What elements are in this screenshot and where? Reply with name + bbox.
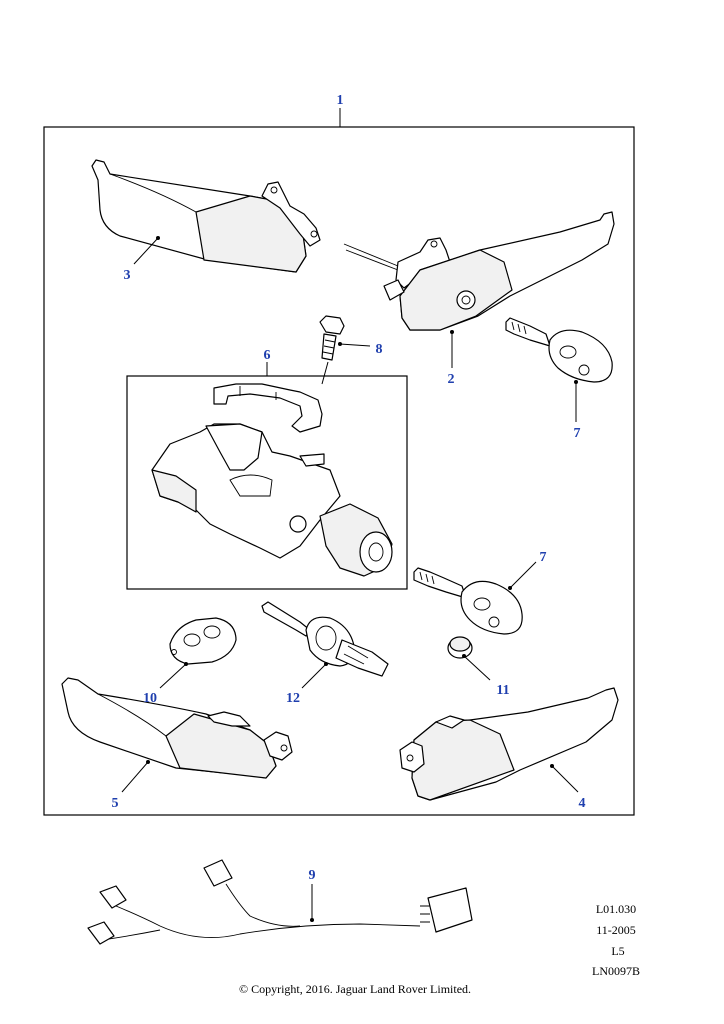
key-fob-7a — [505, 317, 613, 383]
callout-8: 8 — [376, 342, 383, 357]
callout-11: 11 — [496, 683, 509, 698]
callout-7a: 7 — [574, 426, 581, 441]
door-handle-5 — [61, 677, 293, 779]
callout-10: 10 — [143, 691, 157, 706]
ref-code: L01.030 — [596, 902, 636, 916]
callout-6: 6 — [264, 348, 271, 363]
callout-5: 5 — [112, 796, 119, 811]
copyright-notice: © Copyright, 2016. Jaguar Land Rover Lim… — [239, 982, 471, 996]
kit-frame — [43, 126, 635, 816]
callout-7b: 7 — [540, 550, 547, 565]
callout-4: 4 — [579, 796, 586, 811]
ignition-switch-6 — [151, 383, 393, 577]
door-handle-2 — [343, 211, 615, 331]
callout-12: 12 — [286, 691, 300, 706]
callout-1: 1 — [337, 93, 344, 108]
callout-3: 3 — [124, 268, 131, 283]
wiring-harness-9 — [87, 859, 473, 945]
bolt-8 — [319, 315, 345, 361]
transponder-key-12 — [261, 601, 389, 677]
door-handle-4 — [399, 687, 619, 801]
callout-9: 9 — [309, 868, 316, 883]
ref-date: 11-2005 — [596, 923, 636, 937]
ref-level: L5 — [611, 944, 624, 958]
key-fob-7b — [413, 567, 523, 635]
callout-2: 2 — [448, 372, 455, 387]
remote-fob-10 — [169, 617, 237, 665]
drawing-number: LN0097B — [592, 964, 640, 978]
leader-lines — [121, 236, 579, 922]
door-handle-3 — [91, 159, 321, 273]
cap-11 — [447, 636, 473, 659]
